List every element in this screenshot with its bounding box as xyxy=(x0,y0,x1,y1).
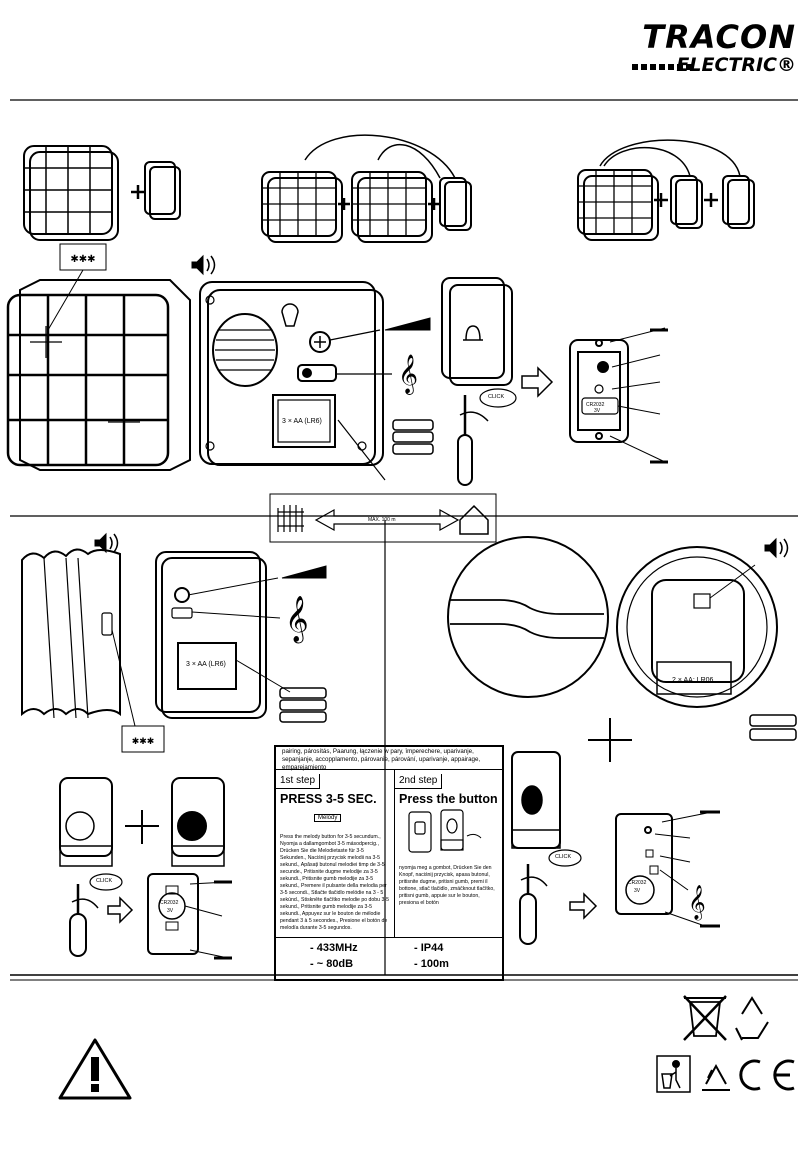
screwdriver xyxy=(457,395,489,486)
treble-clef-icon: 𝄞 xyxy=(688,885,706,921)
button-front-a xyxy=(59,777,113,867)
round-chime-back xyxy=(616,546,778,708)
specifications: - 433MHz - ~ 80dB - IP44 - 100m xyxy=(276,937,502,980)
button-back-panel xyxy=(147,873,232,960)
screwdriver xyxy=(519,864,548,945)
treble-clef-icon: 𝄞 xyxy=(285,596,309,644)
brand-logo: TRACON ELECTRIC® xyxy=(632,20,802,80)
click-bubble xyxy=(479,388,517,408)
melody-button: Melody xyxy=(314,814,342,822)
pairing-diagram-3 xyxy=(577,139,755,241)
step-2-title: Press the button xyxy=(399,792,498,806)
step-2: 2nd step Press the button nyomja meg a g… xyxy=(395,769,502,938)
speaker-icon xyxy=(191,254,216,276)
speaker-icon xyxy=(94,532,119,554)
recycle-icon xyxy=(735,996,769,1041)
spec-ip-rating: - IP44 xyxy=(414,942,444,954)
click-label-2: CLICK xyxy=(96,878,113,884)
led-indicator-box-1: ✱✱✱ xyxy=(47,243,107,331)
chime-front xyxy=(6,279,191,471)
screwdriver xyxy=(69,884,99,957)
battery-pack xyxy=(279,687,327,723)
spec-range: - 100m xyxy=(414,958,449,970)
button-front-b xyxy=(171,777,225,867)
led-indicator-box-2: ✱✱✱ xyxy=(111,629,165,753)
brand-name: TRACON xyxy=(642,18,796,56)
plus-sign xyxy=(588,718,632,762)
coin-cell-volt-2: 3V xyxy=(167,908,174,914)
step-1: 1st step PRESS 3-5 SEC. Melody Press the… xyxy=(276,769,395,938)
coin-cell-volt-1: 3V xyxy=(594,408,601,414)
chime-back xyxy=(199,281,431,481)
logo-dots xyxy=(632,64,696,70)
step-1-text: Press the melody button for 3-5 secundum… xyxy=(280,834,390,931)
chime-back-2 xyxy=(155,551,327,719)
arrow-right xyxy=(107,896,134,924)
battery-pack xyxy=(749,714,797,741)
battery-pack xyxy=(392,419,434,455)
svg-text:✱✱✱: ✱✱✱ xyxy=(70,254,95,265)
spec-volume: - ~ 80dB xyxy=(310,958,354,970)
button-diagram xyxy=(408,809,482,853)
pairing-diagram-2 xyxy=(261,134,472,243)
range-indicator xyxy=(269,493,497,543)
click-label-3: CLICK xyxy=(555,854,572,860)
button-back-panel xyxy=(615,810,720,928)
battery-label-1: 3 × AA (LR6) xyxy=(282,418,322,425)
coin-cell-label-2: CR2032 xyxy=(160,900,179,906)
click-bubble xyxy=(89,873,123,891)
coin-cell-label-3: CR2032 xyxy=(628,880,647,886)
step-2-label: 2nd step xyxy=(395,774,443,789)
speaker-icon xyxy=(764,537,789,559)
pairing-diagram-1 xyxy=(23,145,181,241)
dispose-in-bin-icon xyxy=(656,1055,691,1093)
battery-label-3: 2 × AA; LR06 xyxy=(672,677,714,684)
coin-cell-label-1: CR2032 xyxy=(586,402,605,408)
treble-clef-icon: 𝄞 xyxy=(398,354,418,395)
ce-mark-icon xyxy=(739,1059,795,1091)
weee-bin-icon xyxy=(683,995,727,1041)
push-button-front xyxy=(441,277,513,386)
brand-subtitle: ELECTRIC® xyxy=(676,54,796,76)
step-2-text: nyomja meg a gombot, Drücken Sie den Kno… xyxy=(399,865,495,906)
pairing-instructions-panel: pairing, párosítás, Paarung, łączenie w … xyxy=(274,745,504,981)
push-button-side xyxy=(511,751,561,849)
battery-label-2: 3 × AA (LR6) xyxy=(186,661,226,668)
step-1-label: 1st step xyxy=(276,774,321,789)
warning-icon xyxy=(58,1038,132,1100)
recycle-icon xyxy=(702,1063,730,1091)
coin-cell-volt-3: 3V xyxy=(634,888,641,894)
click-label-1: CLICK xyxy=(488,394,505,400)
step-1-title: PRESS 3-5 SEC. xyxy=(280,792,377,806)
arrow-right xyxy=(521,366,554,398)
svg-text:✱✱✱: ✱✱✱ xyxy=(132,737,155,747)
round-chime-front xyxy=(447,536,609,698)
chime-side-view xyxy=(21,548,121,719)
plus-sign xyxy=(125,810,159,844)
click-bubble xyxy=(548,849,582,867)
distance-label: MAX. 100 m xyxy=(368,517,396,523)
spec-frequency: - 433MHz xyxy=(310,942,358,954)
arrow-right xyxy=(569,892,598,920)
button-back-panel xyxy=(569,327,668,464)
panel-header: pairing, párosítás, Paarung, łączenie w … xyxy=(282,748,481,771)
